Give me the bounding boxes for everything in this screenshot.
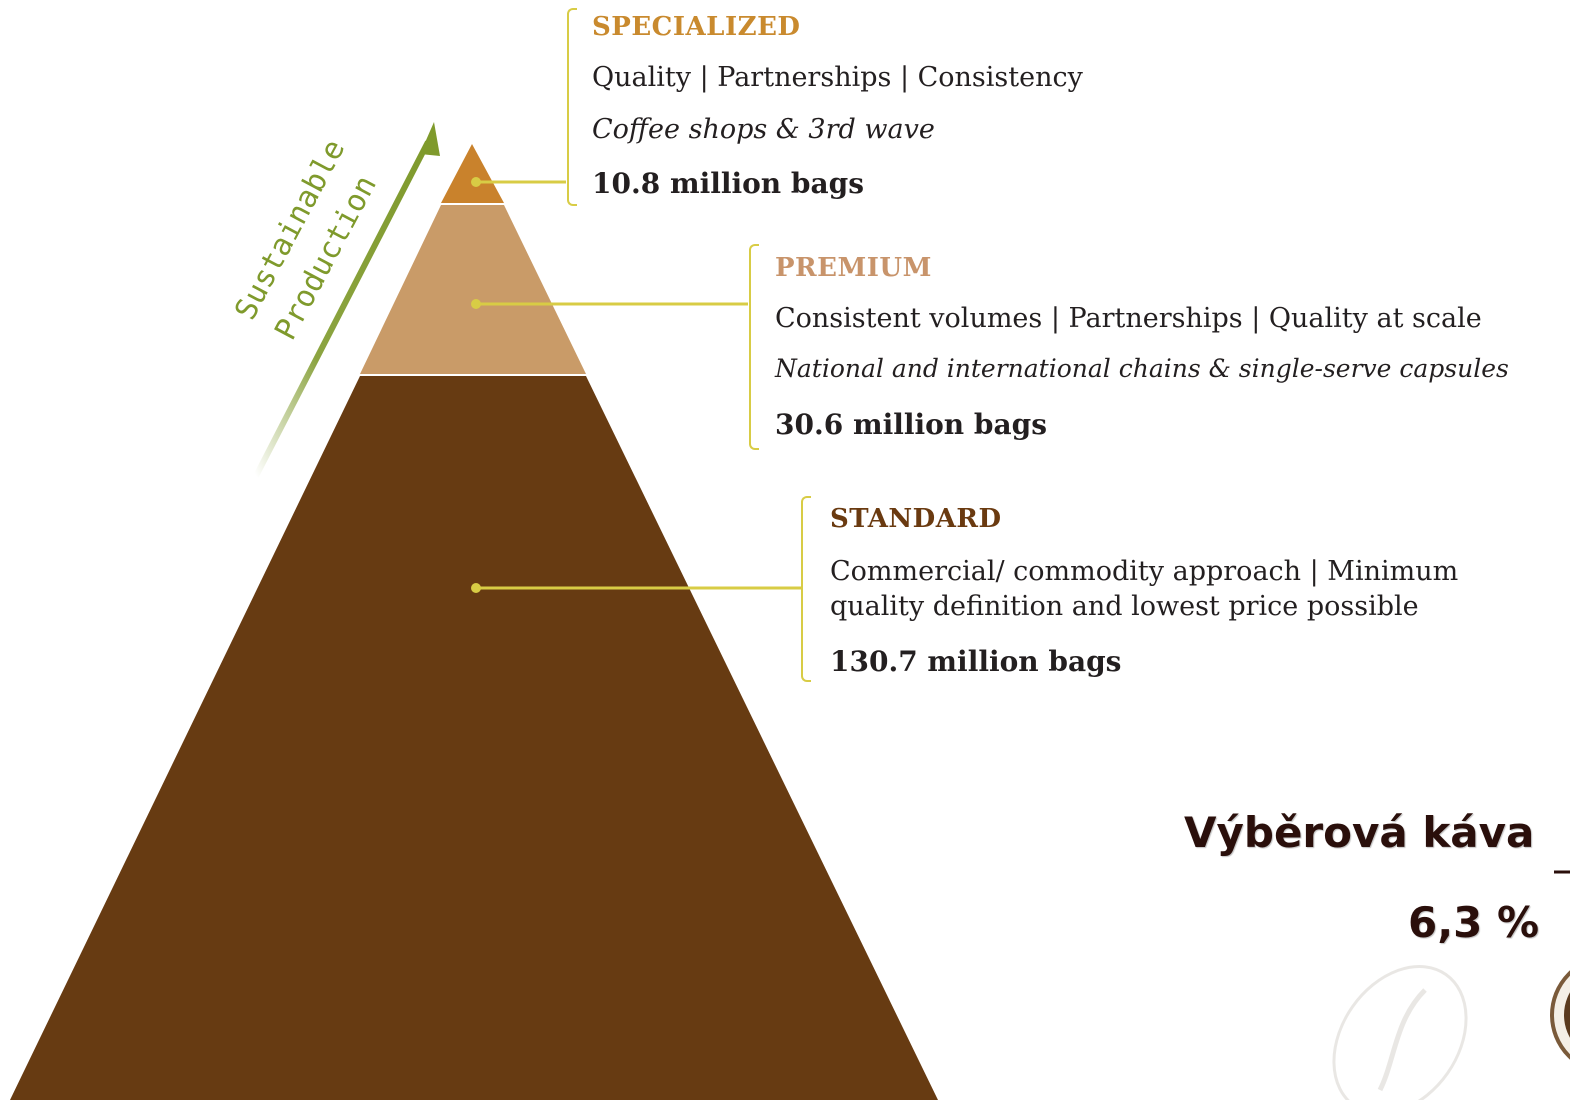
connector-specialized xyxy=(471,177,566,187)
bracket-premium xyxy=(749,244,759,450)
specialty-coffee-label: Výběrová káva xyxy=(1184,808,1535,857)
pyramid-tier-standard xyxy=(10,376,938,1100)
tier-segments-premium: National and international chains & sing… xyxy=(775,354,1509,383)
bracket-specialized xyxy=(567,8,577,206)
coffee-bean-watermark-icon xyxy=(1332,965,1468,1100)
tier-attributes-standard: Commercial/ commodity approach | Minimum xyxy=(830,556,1459,587)
tier-title-premium: PREMIUM xyxy=(775,253,932,283)
tier-title-specialized: SPECIALIZED xyxy=(592,12,801,42)
specialty-coffee-percent: 6,3 % xyxy=(1408,898,1540,947)
connector-premium xyxy=(471,299,748,309)
connector-standard xyxy=(471,583,802,593)
pyramid-tier-specialized xyxy=(441,144,504,203)
coffee-cup-icon xyxy=(1550,970,1570,1060)
tier-volume-premium: 30.6 million bags xyxy=(775,408,1047,441)
tier-attributes-standard-cont: quality definition and lowest price poss… xyxy=(830,591,1419,622)
pyramid-tier-premium xyxy=(360,205,586,374)
tier-volume-standard: 130.7 million bags xyxy=(830,645,1122,678)
tier-attributes-premium: Consistent volumes | Partnerships | Qual… xyxy=(775,303,1482,334)
tier-segments-specialized: Coffee shops & 3rd wave xyxy=(592,114,935,145)
tier-title-standard: STANDARD xyxy=(830,504,1002,534)
sustainable-production-arrow xyxy=(253,122,440,478)
tier-attributes-specialized: Quality | Partnerships | Consistency xyxy=(592,62,1083,93)
bracket-standard xyxy=(801,496,811,682)
tier-volume-specialized: 10.8 million bags xyxy=(592,167,864,200)
